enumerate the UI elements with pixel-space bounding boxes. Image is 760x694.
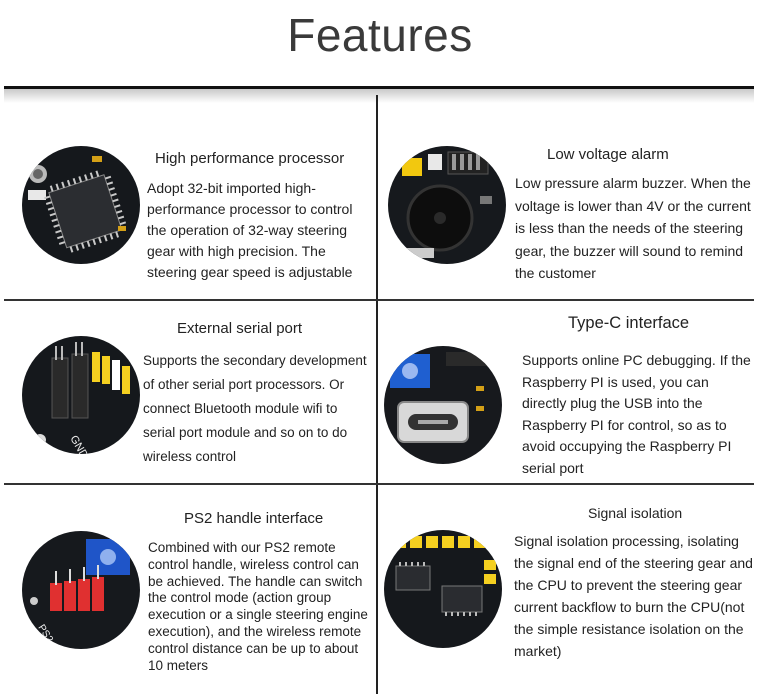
title-shadow: [4, 89, 754, 103]
row-divider-1: [4, 299, 754, 301]
feature-description: Adopt 32-bit imported high-performance p…: [147, 180, 353, 280]
row-divider-2: [4, 483, 754, 485]
feature-description: Supports online PC debugging. If the Ras…: [522, 352, 751, 476]
usb-c-image: [384, 346, 502, 464]
feature-description: Low pressure alarm buzzer. When the volt…: [515, 175, 751, 281]
chip-image: [22, 146, 140, 264]
buzzer-image: [388, 146, 506, 264]
page-title: Features: [287, 9, 473, 61]
feature-heading: Type-C interface: [568, 314, 690, 332]
feature-heading: High performance processor: [155, 150, 345, 167]
feature-description: Combined with our PS2 remote control han…: [148, 540, 368, 673]
column-divider: [376, 95, 378, 694]
feature-description: Signal isolation processing, isolating t…: [514, 533, 753, 659]
feature-heading: Low voltage alarm: [547, 146, 669, 163]
feature-heading: External serial port: [177, 320, 303, 337]
ps2-header-image: PS2 CR: [22, 531, 140, 649]
serial-port-image: GND 5V: [22, 336, 140, 454]
title-divider: [4, 86, 754, 89]
isolation-chips-image: [384, 530, 502, 648]
feature-description: Supports the secondary development of ot…: [143, 353, 367, 464]
feature-heading: PS2 handle interface: [184, 510, 324, 527]
feature-heading: Signal isolation: [588, 505, 683, 521]
